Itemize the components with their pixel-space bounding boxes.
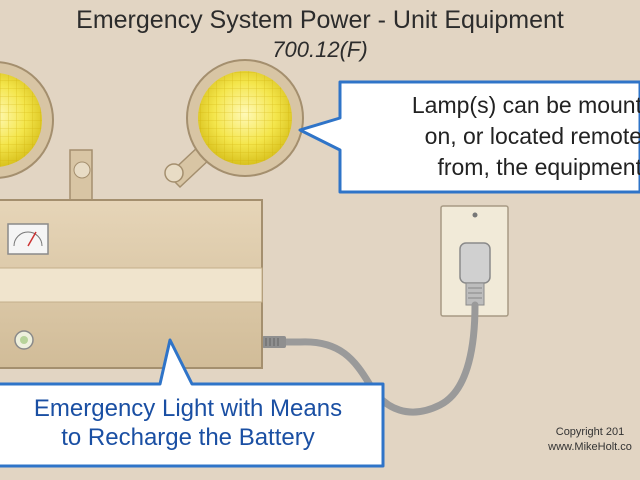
equipment-callout-text: Emergency Light with Means to Recharge t…	[0, 394, 376, 452]
lamp-right-icon	[164, 59, 304, 189]
plug-icon	[459, 242, 491, 284]
lamp-left-icon	[0, 61, 93, 206]
equipment-callout-box	[0, 338, 385, 468]
copyright-url: www.MikeHolt.co	[548, 441, 632, 453]
equipment-callout-line: Emergency Light with Means	[33, 395, 343, 422]
diagram-title: Emergency System Power - Unit Equipment	[76, 6, 564, 34]
lamp-callout-line: from, the equipment	[437, 154, 640, 180]
lamp-callout-text: Lamp(s) can be mount on, or located remo…	[352, 90, 640, 183]
copyright-line: Copyright 201	[555, 426, 625, 438]
equipment-housing	[0, 199, 263, 369]
copyright-notice: Copyright 201 www.MikeHolt.co	[540, 425, 640, 455]
lamp-callout-line: Lamp(s) can be mount	[411, 92, 640, 118]
power-cord	[278, 301, 479, 416]
gauge-icon	[7, 223, 49, 255]
diagram-subtitle: 700.12(F)	[272, 37, 368, 62]
lamp-callout-line: on, or located remote	[424, 123, 640, 149]
equipment-callout-line: to Recharge the Battery	[61, 424, 315, 451]
lamp-callout-box	[298, 80, 640, 194]
wall-outlet	[440, 205, 509, 317]
